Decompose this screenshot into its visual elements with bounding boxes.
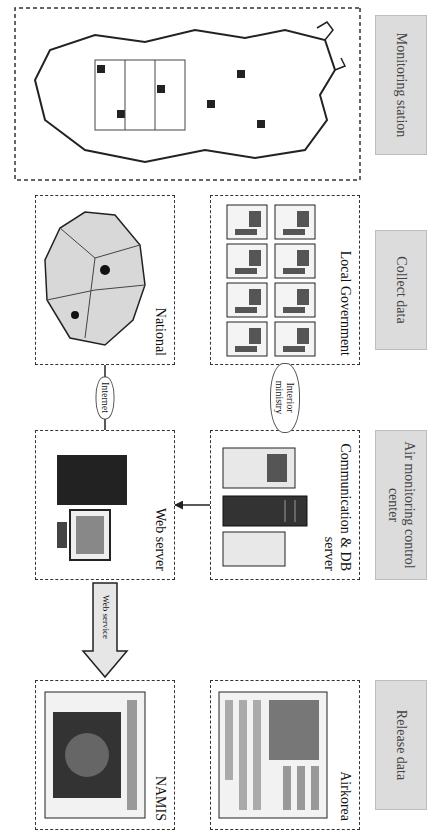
stage-label: Release data [393,710,409,780]
box-label: NAMIS [152,689,168,821]
connector-label: Interior ministry [270,363,300,433]
namis-screenshot [45,692,145,818]
stage-label: Collect data [393,256,409,323]
pc-grid [227,205,315,356]
station-markers [97,65,265,128]
connector-label: Internet [96,376,115,419]
stage-header: Monitoring station [375,15,427,155]
box-label: National [152,204,168,356]
station-grid [95,60,185,130]
block-arrow [83,583,127,677]
box-label: Communication & DB server [321,439,353,571]
server-rack [223,448,307,566]
box-label: Airkorea [337,689,353,821]
box-label: Local Government [337,204,353,356]
web-server-icon [57,455,127,560]
stage-label: Air monitoring control center [385,437,417,573]
stage-header: Release data [375,680,427,810]
district-map [35,30,335,162]
connector-label: Web service [99,593,111,641]
national-map [45,212,145,345]
stage-label: Monitoring station [393,33,409,138]
box-label: Web server [152,439,168,571]
monitoring-panel [15,8,360,180]
source-box: Local Government [210,195,360,365]
server-box: Web server [35,430,175,580]
source-box: National [35,195,175,365]
stage-header: Air monitoring control center [375,430,427,580]
airkorea-screenshot [219,692,327,818]
map-detail [317,22,345,70]
stage-header: Collect data [375,230,427,350]
network-line [175,504,210,506]
website-box: NAMIS [35,680,175,830]
server-box: Communication & DB server [210,430,360,580]
website-box: Airkorea [210,680,360,830]
